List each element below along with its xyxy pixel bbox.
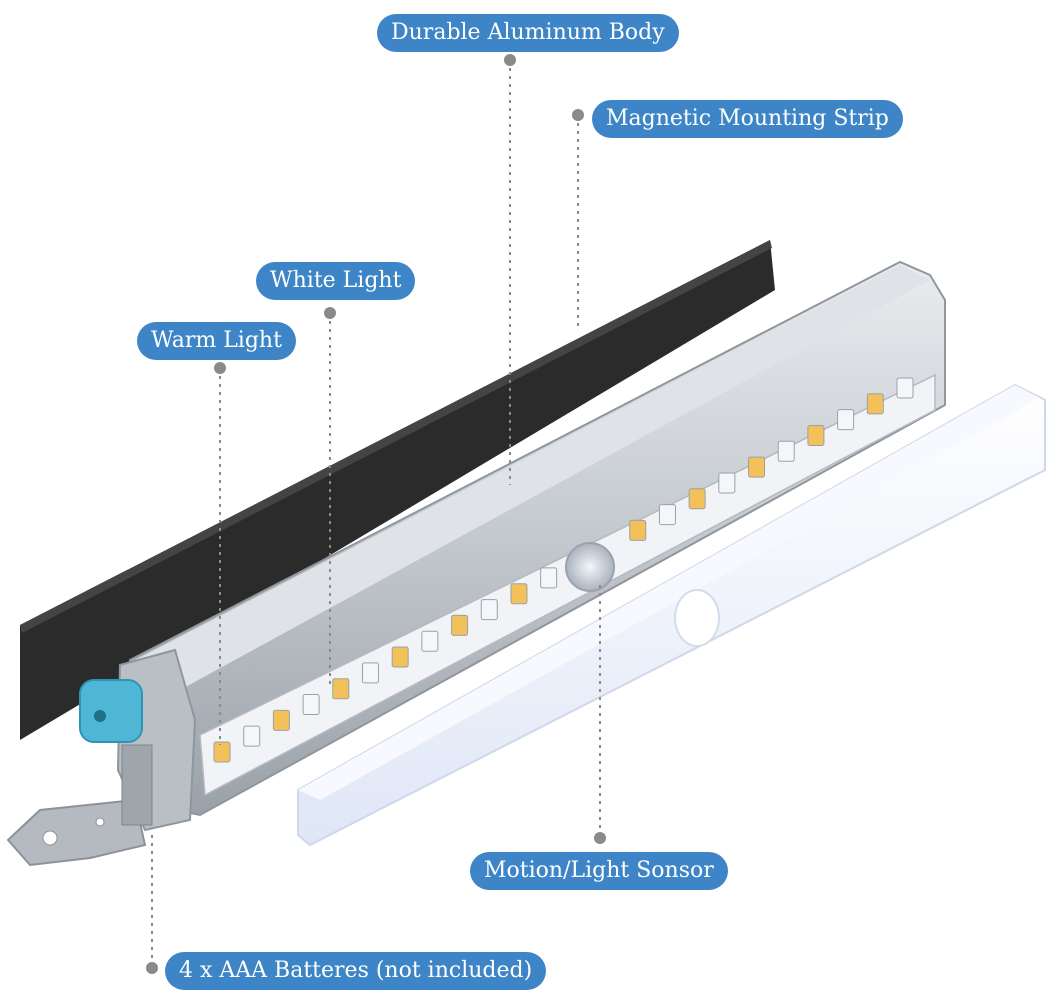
- led-warm: [807, 424, 825, 446]
- led-white: [302, 694, 320, 716]
- callout-white-light: White Light: [256, 262, 416, 300]
- led-warm: [391, 646, 409, 668]
- led-white: [480, 599, 498, 621]
- led-warm: [213, 741, 231, 763]
- callout-magnetic-strip: Magnetic Mounting Strip: [592, 100, 903, 138]
- led-warm: [688, 488, 706, 510]
- mode-switch-dot: [94, 710, 106, 722]
- leader-dot: [214, 362, 226, 374]
- led-white: [540, 567, 558, 589]
- callout-batteries: 4 x AAA Batteres (not included): [165, 952, 547, 990]
- sensor-window-hole: [674, 589, 720, 647]
- leader-dot: [324, 307, 336, 319]
- magnetic-strip: [20, 240, 775, 740]
- leader-dot: [572, 109, 584, 121]
- callout-warm-light: Warm Light: [137, 322, 296, 360]
- leader-dot: [504, 54, 516, 66]
- led-white: [837, 409, 855, 431]
- led-warm: [748, 456, 766, 478]
- led-warm: [332, 678, 350, 700]
- led-row: [213, 377, 914, 763]
- led-warm: [629, 519, 647, 541]
- leader-dot: [146, 962, 158, 974]
- callout-aluminum-body: Durable Aluminum Body: [377, 14, 679, 52]
- battery-compartment: [121, 744, 153, 826]
- mounting-bracket: [6, 798, 147, 867]
- led-white: [421, 630, 439, 652]
- led-white: [777, 440, 795, 462]
- led-white: [361, 662, 379, 684]
- bracket-hole: [95, 817, 105, 827]
- magnetic-strip-edge: [20, 240, 772, 633]
- led-white: [896, 377, 914, 399]
- led-white: [243, 725, 261, 747]
- led-warm: [451, 614, 469, 636]
- mode-switch-knob: [79, 679, 143, 743]
- leader-dot: [594, 832, 606, 844]
- motion-sensor-dome: [565, 542, 615, 592]
- led-white: [718, 472, 736, 494]
- led-white: [658, 504, 676, 526]
- diffuser-top-face: [298, 385, 1040, 800]
- bracket-hole: [42, 830, 58, 846]
- led-warm: [272, 709, 290, 731]
- led-warm: [866, 393, 884, 415]
- callout-motion-sensor: Motion/Light Sonsor: [470, 852, 728, 890]
- led-warm: [510, 583, 528, 605]
- aluminum-top-face: [135, 265, 930, 690]
